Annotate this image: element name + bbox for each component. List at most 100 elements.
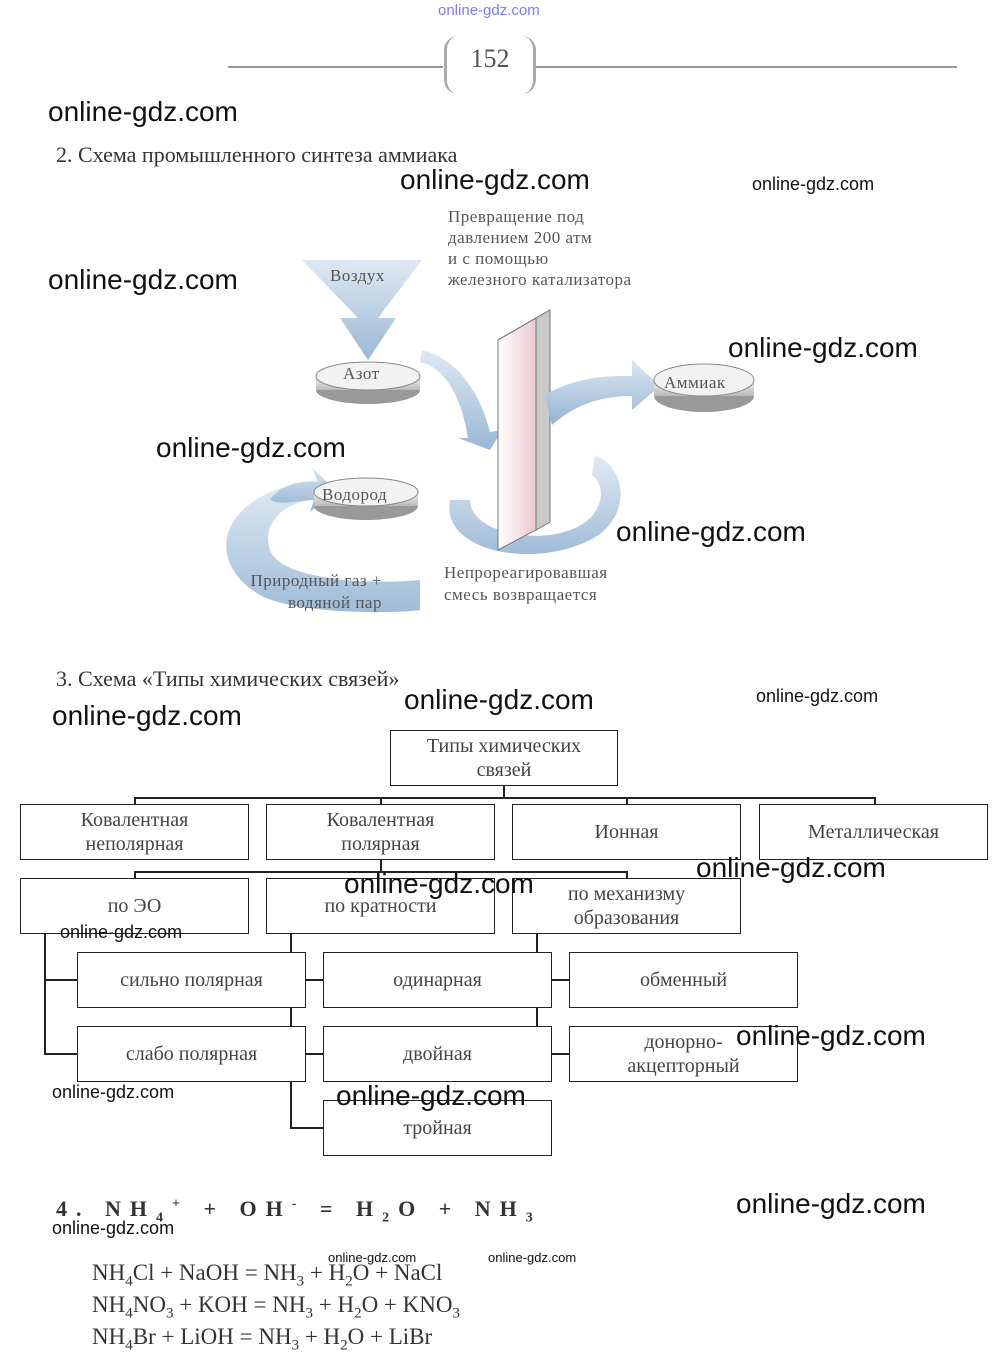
- connector: [134, 797, 136, 805]
- return-loop-arrow: [449, 455, 621, 555]
- connector: [503, 786, 505, 798]
- watermark: online-gdz.com: [156, 432, 346, 463]
- criterion-box: по механизму образования: [512, 878, 741, 934]
- eq-sub: 2: [354, 1305, 362, 1322]
- process-note-line: железного катализатора: [448, 270, 632, 289]
- return-line: смесь возвращается: [444, 585, 598, 604]
- eq-sub: 3: [291, 1337, 300, 1354]
- watermark: online-gdz.com: [488, 1250, 577, 1265]
- watermark: online-gdz.com: [328, 1250, 417, 1265]
- header-rule-left: [228, 66, 443, 68]
- bond-type-box: Ковалентная полярная: [266, 804, 495, 860]
- subtype-box: сильно полярная: [77, 952, 306, 1008]
- gas-loop-arrow: [226, 480, 420, 613]
- connector: [290, 1053, 324, 1055]
- nitrogen-label: Азот: [343, 364, 380, 383]
- equation-line: NH4Br + LiOH = NH3 + H2O + LiBr: [92, 1324, 432, 1355]
- bond-type-box: Ионная: [512, 804, 741, 860]
- eq-part: O + NH: [398, 1196, 526, 1221]
- connector: [134, 871, 628, 873]
- connector: [44, 1053, 78, 1055]
- eq-part: + KOH = NH: [173, 1292, 306, 1317]
- bond-type-box: Металлическая: [759, 804, 988, 860]
- connector: [536, 1053, 570, 1055]
- natural-gas-line: водяной пар: [288, 593, 382, 612]
- criterion-box: по кратности: [266, 878, 495, 934]
- section-2-heading: 2. Схема промышленного синтеза аммиака: [56, 142, 458, 167]
- eq-part: + H: [304, 1260, 346, 1285]
- eq-sub: 3: [296, 1273, 305, 1290]
- bond-types-root-box: Типы химических связей: [390, 730, 618, 786]
- watermark: online-gdz.com: [52, 1218, 175, 1238]
- process-note-line: Превращение под: [448, 207, 585, 226]
- eq-sub: 4: [125, 1273, 133, 1290]
- hydrogen-label: Водород: [322, 485, 388, 504]
- page-number-bracket: [444, 36, 536, 94]
- section-3-heading: 3. Схема «Типы химических связей»: [56, 666, 400, 691]
- connector: [626, 871, 628, 879]
- eq-sub: 3: [305, 1305, 313, 1322]
- connector: [874, 797, 876, 805]
- eq-sub: 3: [525, 1210, 542, 1226]
- watermark: online-gdz.com: [52, 1082, 175, 1102]
- equation-line: NH4NO3 + KOH = NH3 + H2O + KNO3: [92, 1292, 460, 1323]
- watermark: online-gdz.com: [400, 164, 590, 195]
- subtype-box: обменный: [569, 952, 798, 1008]
- process-note-line: давлением 200 атм: [448, 228, 593, 247]
- process-note: Превращение под давлением 200 атм и с по…: [448, 206, 632, 290]
- connector: [134, 797, 876, 799]
- watermark: online-gdz.com: [616, 516, 806, 547]
- subtype-box: слабо полярная: [77, 1026, 306, 1082]
- connector: [380, 797, 382, 805]
- hydrogen-disc: [313, 477, 419, 520]
- eq-part: NH: [92, 1292, 126, 1317]
- eq-part: O + LiBr: [347, 1324, 433, 1349]
- page-number: 152: [470, 44, 510, 73]
- eq-sup: +: [172, 1196, 189, 1212]
- eq-part: = H: [305, 1196, 383, 1221]
- process-note-line: и с помощью: [448, 249, 549, 268]
- ammonia-synthesis-diagram: [226, 260, 755, 613]
- eq-part: Cl + NaOH = NH: [132, 1260, 297, 1285]
- eq-part: 4. NH: [56, 1196, 156, 1221]
- subtype-box: одинарная: [323, 952, 552, 1008]
- nitrogen-disc: [315, 361, 421, 404]
- eq-sub: 2: [340, 1337, 348, 1354]
- eq-part: O + NaCl: [352, 1260, 443, 1285]
- equation-line: NH4Cl + NaOH = NH3 + H2O + NaCl: [92, 1260, 442, 1291]
- subtype-box: донорно- акцепторный: [569, 1026, 798, 1082]
- connector: [134, 871, 136, 879]
- natural-gas-label: Природный газ + водяной пар: [240, 570, 382, 614]
- eq-sub: 4: [125, 1305, 133, 1322]
- return-line: Непрореагировавшая: [444, 563, 608, 582]
- main-equation: 4. NH4+ + OH- = H2O + NH3: [56, 1196, 542, 1226]
- watermark: online-gdz.com: [48, 96, 238, 127]
- watermark: online-gdz.com: [344, 868, 534, 899]
- subtype-box: тройная: [323, 1100, 552, 1156]
- watermark: online-gdz.com: [752, 174, 875, 194]
- watermark: online-gdz.com: [736, 1188, 926, 1219]
- air-arrow: [302, 260, 422, 360]
- watermark: online-gdz.com: [728, 332, 918, 363]
- ammonia-label: Аммиак: [664, 373, 726, 392]
- header-rule-right: [535, 66, 957, 68]
- connector: [290, 979, 324, 981]
- connector: [290, 1127, 324, 1129]
- eq-part: NH: [92, 1324, 126, 1349]
- eq-part: + H: [312, 1292, 355, 1317]
- subtype-box: двойная: [323, 1026, 552, 1082]
- eq-sub: 4: [156, 1210, 172, 1226]
- natural-gas-line: Природный газ +: [250, 571, 382, 590]
- connector: [536, 979, 570, 981]
- watermark: online-gdz.com: [60, 922, 183, 942]
- watermark: online-gdz.com: [336, 1080, 526, 1111]
- watermark: online-gdz.com: [736, 1020, 926, 1051]
- nitrogen-flow-arrow: [420, 350, 502, 450]
- ammonia-flow-arrow: [545, 360, 660, 425]
- eq-sup: -: [291, 1196, 306, 1212]
- eq-sub: 2: [382, 1210, 399, 1226]
- connector: [44, 979, 78, 981]
- watermark: online-gdz.com: [48, 264, 238, 295]
- connector: [626, 797, 628, 805]
- eq-sub: 3: [452, 1305, 460, 1322]
